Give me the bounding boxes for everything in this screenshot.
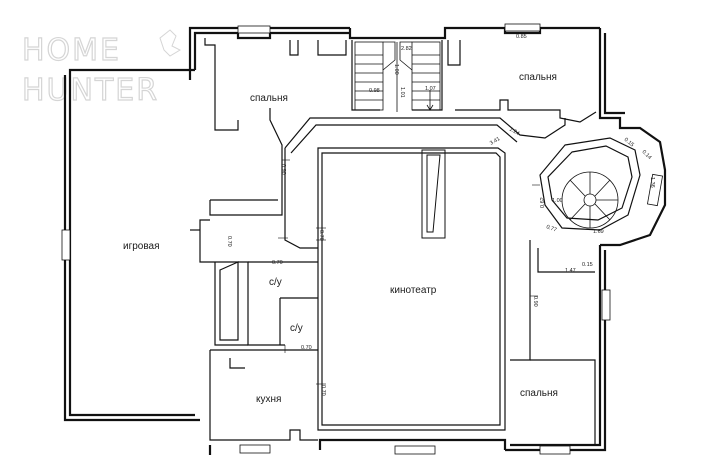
room-label-kuhnya: кухня bbox=[256, 394, 281, 405]
dim-label: 1.00 bbox=[393, 64, 399, 75]
dim-label: 0.70 bbox=[318, 230, 324, 241]
room-label-su-1: с/у bbox=[269, 277, 282, 288]
dimension-labels: 0.85 2.82 1.00 0.98 1.01 1.07 1.24 3.41 … bbox=[226, 34, 655, 396]
screen-niche bbox=[421, 149, 446, 239]
dim-label: 0.85 bbox=[516, 34, 527, 40]
room-labels: спальня спальня игровая кинотеатр с/у с/… bbox=[123, 72, 558, 405]
interior-walls bbox=[190, 38, 641, 445]
dim-label: 2.82 bbox=[401, 46, 412, 52]
dimension-ticks bbox=[278, 159, 540, 385]
dim-label: 0.15 bbox=[623, 137, 635, 148]
dim-label: 0.70 bbox=[226, 236, 232, 247]
room-label-kinoteatr: кинотеатр bbox=[390, 285, 437, 296]
dim-label: 0.62 bbox=[540, 197, 546, 208]
dim-label: 0.15 bbox=[582, 262, 593, 268]
dim-label: 3.41 bbox=[489, 136, 501, 147]
screen-panel bbox=[426, 154, 441, 233]
windows bbox=[61, 23, 663, 455]
dim-label: 1.07 bbox=[425, 86, 436, 92]
home-hunter-watermark: HOME HUNTER bbox=[21, 29, 182, 109]
dim-label: 0.77 bbox=[545, 224, 557, 233]
room-label-spalnya-3: спальня bbox=[520, 388, 558, 399]
main-staircase bbox=[354, 41, 441, 112]
dim-label: 0.98 bbox=[369, 88, 380, 94]
room-label-spalnya-1: спальня bbox=[250, 93, 288, 104]
dim-label: 0.90 bbox=[280, 164, 286, 175]
room-label-spalnya-2: спальня bbox=[519, 72, 557, 83]
watermark-line2: HUNTER bbox=[22, 73, 159, 108]
dim-label: 1.47 bbox=[565, 268, 576, 274]
spiral-staircase bbox=[561, 171, 619, 229]
watermark-bird-icon bbox=[159, 29, 182, 57]
dim-label: 0.70 bbox=[272, 260, 283, 266]
dim-label: 0.70 bbox=[301, 345, 312, 351]
dim-label: 1.01 bbox=[399, 87, 405, 98]
dim-label: 1.69 bbox=[593, 229, 604, 235]
room-label-su-2: с/у bbox=[290, 323, 303, 334]
dim-label: 0.14 bbox=[641, 149, 653, 161]
dim-label: 1.24 bbox=[508, 127, 520, 138]
outer-walls bbox=[63, 26, 667, 455]
dim-label: 1.00 bbox=[552, 198, 563, 204]
dim-label: 0.70 bbox=[320, 385, 326, 396]
watermark-line1: HOME bbox=[22, 33, 121, 68]
dim-label: 0.90 bbox=[532, 296, 538, 307]
dim-label: 1.36 bbox=[649, 177, 655, 188]
room-label-igrovaya: игровая bbox=[123, 241, 160, 252]
